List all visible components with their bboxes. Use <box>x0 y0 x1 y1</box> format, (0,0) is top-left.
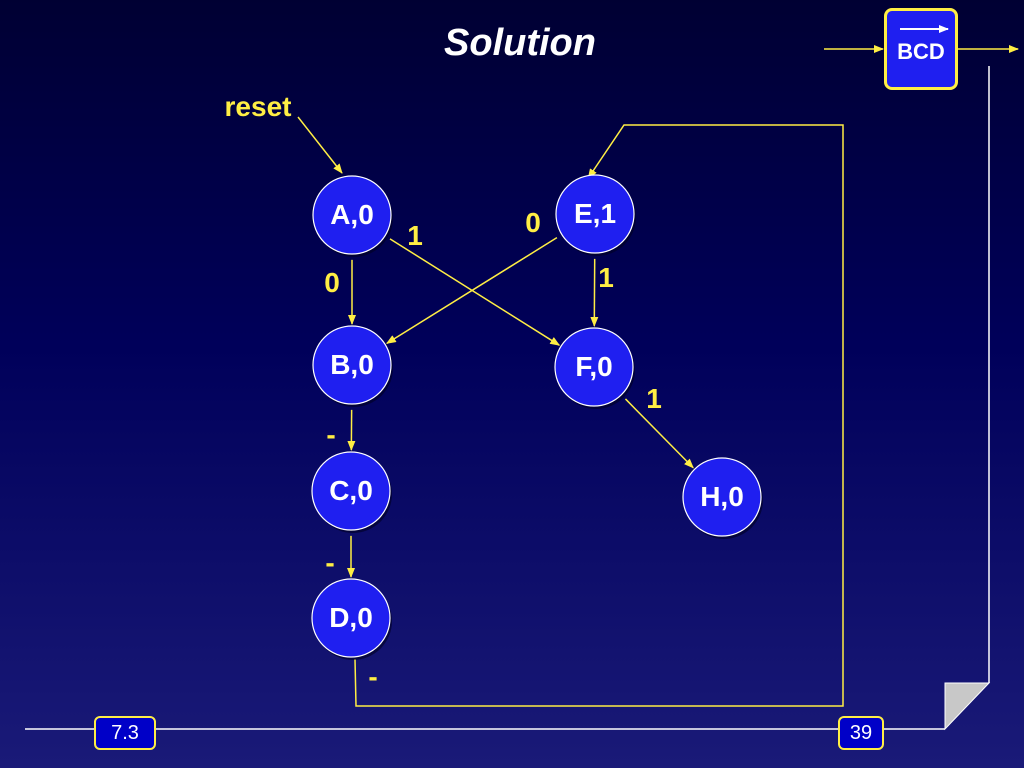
transition-label-c-d: - <box>325 547 334 578</box>
transition-label-e-b: 0 <box>525 207 541 238</box>
state-d: D,0 <box>311 578 392 660</box>
state-label-b: B,0 <box>330 349 374 380</box>
state-h: H,0 <box>682 457 763 539</box>
transition-labels: reset 0 1 0 1 - - 1 - <box>225 91 662 692</box>
transition-label-b-c: - <box>326 419 335 450</box>
state-label-d: D,0 <box>329 602 373 633</box>
state-a: A,0 <box>312 175 393 257</box>
state-f: F,0 <box>554 327 635 409</box>
states: A,0 E,1B,0 F,0C,0 H,0D,0 <box>311 174 763 660</box>
transitions <box>297 116 844 707</box>
state-label-c: C,0 <box>329 475 373 506</box>
transition-label-a-f: 1 <box>407 220 423 251</box>
page-number-badge: 39 <box>838 716 884 750</box>
state-label-f: F,0 <box>575 351 612 382</box>
bcd-label: BCD <box>897 39 945 64</box>
transition-label-d-e: - <box>368 661 377 692</box>
state-e: E,1 <box>555 174 636 256</box>
state-b: B,0 <box>312 325 393 407</box>
transition-edge-f-h <box>624 398 694 469</box>
bcd-logo: BCD <box>884 8 958 90</box>
transition-edge-e-b <box>385 237 558 344</box>
page-curl <box>944 682 991 731</box>
state-label-a: A,0 <box>330 199 374 230</box>
state-label-h: H,0 <box>700 481 744 512</box>
transition-edge-d-e <box>354 124 844 707</box>
reset-arrow <box>297 116 343 174</box>
right-arrow-icon <box>900 25 949 33</box>
state-label-e: E,1 <box>574 198 616 229</box>
transition-edge-a-f <box>389 238 561 346</box>
reset-label: reset <box>225 91 292 122</box>
transition-label-a-b: 0 <box>324 267 340 298</box>
state-c: C,0 <box>311 451 392 533</box>
transition-label-e-f: 1 <box>598 262 614 293</box>
slide-title: Solution <box>444 22 596 64</box>
section-number-badge: 7.3 <box>94 716 156 750</box>
transition-label-f-h: 1 <box>646 383 662 414</box>
